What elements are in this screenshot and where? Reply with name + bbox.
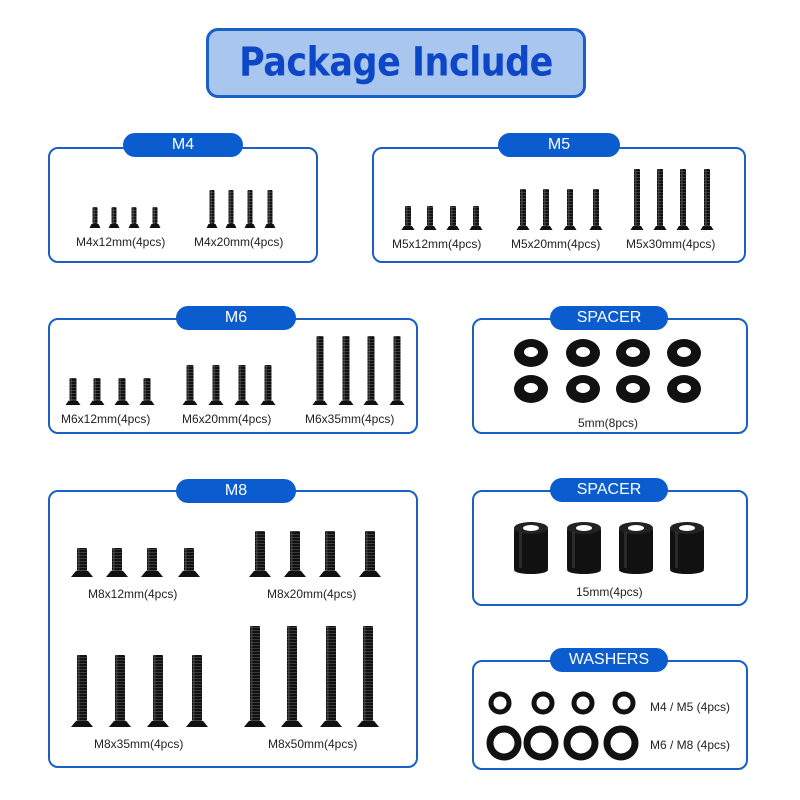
tab-m5: M5 bbox=[498, 133, 620, 157]
spacer-15mm-3 bbox=[619, 522, 653, 574]
label-spacer-15mm: 15mm(4pcs) bbox=[576, 585, 643, 599]
spacer-5mm-5 bbox=[514, 375, 548, 403]
spacer-5mm-7 bbox=[616, 375, 650, 403]
screw-m8x20-4 bbox=[359, 531, 381, 577]
washer-m4-m5-2 bbox=[531, 691, 555, 715]
washer-m4-m5-3 bbox=[571, 691, 595, 715]
screw-m6x35-2 bbox=[338, 336, 354, 405]
label-m8x20: M8x20mm(4pcs) bbox=[267, 587, 357, 601]
label-m6x35: M6x35mm(4pcs) bbox=[305, 412, 395, 426]
screw-m4x12-1 bbox=[89, 207, 101, 228]
screw-m6x35-3 bbox=[363, 336, 379, 405]
tab-spacer-5mm: SPACER bbox=[550, 306, 668, 330]
tab-washers: WASHERS bbox=[550, 648, 668, 672]
screw-m8x20-1 bbox=[249, 531, 271, 577]
screw-m8x35-1 bbox=[71, 655, 93, 727]
screw-m5x30-4 bbox=[700, 169, 714, 230]
screw-m6x35-1 bbox=[312, 336, 328, 405]
tab-m8: M8 bbox=[176, 479, 296, 503]
screw-m5x30-1 bbox=[630, 169, 644, 230]
screw-m8x20-3 bbox=[319, 531, 341, 577]
screw-m8x12-4 bbox=[178, 548, 200, 577]
screw-m8x35-2 bbox=[109, 655, 131, 727]
spacer-15mm-1 bbox=[514, 522, 548, 574]
screw-m5x12-1 bbox=[401, 206, 415, 230]
screw-m4x12-2 bbox=[108, 207, 120, 228]
tab-m6: M6 bbox=[176, 306, 296, 330]
spacer-5mm-4 bbox=[667, 339, 701, 367]
screw-m6x12-3 bbox=[114, 378, 130, 405]
screw-m8x35-4 bbox=[186, 655, 208, 727]
spacer-5mm-3 bbox=[616, 339, 650, 367]
screw-m6x12-1 bbox=[65, 378, 81, 405]
screw-m8x12-1 bbox=[71, 548, 93, 577]
screw-m6x20-3 bbox=[234, 365, 250, 405]
screw-m5x20-1 bbox=[516, 189, 530, 230]
screw-m4x20-1 bbox=[206, 190, 218, 228]
label-m4x12: M4x12mm(4pcs) bbox=[76, 235, 166, 249]
screw-m4x12-4 bbox=[149, 207, 161, 228]
spacer-15mm-4 bbox=[670, 522, 704, 574]
screw-m4x12-3 bbox=[128, 207, 140, 228]
label-spacer-5mm: 5mm(8pcs) bbox=[578, 416, 639, 430]
washer-m6-m8-4 bbox=[603, 725, 639, 761]
screw-m8x12-2 bbox=[106, 548, 128, 577]
washer-m6-m8-3 bbox=[563, 725, 599, 761]
screw-m8x50-3 bbox=[320, 626, 342, 727]
screw-m6x20-4 bbox=[260, 365, 276, 405]
screw-m6x12-2 bbox=[89, 378, 105, 405]
label-m5x30: M5x30mm(4pcs) bbox=[626, 237, 716, 251]
spacer-5mm-8 bbox=[667, 375, 701, 403]
label-m8x35: M8x35mm(4pcs) bbox=[94, 737, 184, 751]
page-title: Package Include bbox=[239, 40, 553, 86]
screw-m5x12-2 bbox=[423, 206, 437, 230]
screw-m6x35-4 bbox=[389, 336, 405, 405]
screw-m5x30-3 bbox=[676, 169, 690, 230]
screw-m8x12-3 bbox=[141, 548, 163, 577]
label-m8x12: M8x12mm(4pcs) bbox=[88, 587, 178, 601]
screw-m4x20-2 bbox=[225, 190, 237, 228]
label-m6x20: M6x20mm(4pcs) bbox=[182, 412, 272, 426]
screw-m5x20-2 bbox=[539, 189, 553, 230]
screw-m6x12-4 bbox=[139, 378, 155, 405]
washer-m6-m8-2 bbox=[523, 725, 559, 761]
screw-m4x20-3 bbox=[244, 190, 256, 228]
label-m6x12: M6x12mm(4pcs) bbox=[61, 412, 151, 426]
title-banner: Package Include bbox=[206, 28, 586, 98]
spacer-15mm-2 bbox=[567, 522, 601, 574]
screw-m8x50-1 bbox=[244, 626, 266, 727]
screw-m8x50-4 bbox=[357, 626, 379, 727]
spacer-5mm-1 bbox=[514, 339, 548, 367]
spacer-5mm-2 bbox=[566, 339, 600, 367]
screw-m8x50-2 bbox=[281, 626, 303, 727]
label-m5x20: M5x20mm(4pcs) bbox=[511, 237, 601, 251]
label-m8x50: M8x50mm(4pcs) bbox=[268, 737, 358, 751]
spacer-5mm-6 bbox=[566, 375, 600, 403]
washer-m4-m5-4 bbox=[612, 691, 636, 715]
tab-spacer-15mm: SPACER bbox=[550, 478, 668, 502]
screw-m5x12-3 bbox=[446, 206, 460, 230]
screw-m5x20-3 bbox=[563, 189, 577, 230]
screw-m8x20-2 bbox=[284, 531, 306, 577]
tab-m4: M4 bbox=[123, 133, 243, 157]
screw-m5x12-4 bbox=[469, 206, 483, 230]
label-m5x12: M5x12mm(4pcs) bbox=[392, 237, 482, 251]
screw-m4x20-4 bbox=[264, 190, 276, 228]
screw-m6x20-2 bbox=[208, 365, 224, 405]
washer-m4-m5-1 bbox=[488, 691, 512, 715]
screw-m5x20-4 bbox=[589, 189, 603, 230]
screw-m6x20-1 bbox=[182, 365, 198, 405]
label-m4x20: M4x20mm(4pcs) bbox=[194, 235, 284, 249]
screw-m5x30-2 bbox=[653, 169, 667, 230]
screw-m8x35-3 bbox=[147, 655, 169, 727]
label-washers-m4-m5: M4 / M5 (4pcs) bbox=[650, 700, 731, 714]
label-washers-m6-m8: M6 / M8 (4pcs) bbox=[650, 738, 731, 752]
washer-m6-m8-1 bbox=[486, 725, 522, 761]
